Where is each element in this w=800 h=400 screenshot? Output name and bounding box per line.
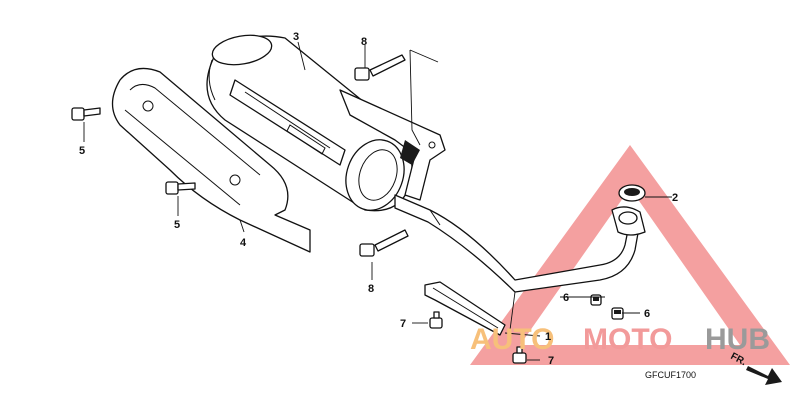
pipe-stay-bracket xyxy=(424,281,506,336)
watermark-text-auto: AUTO xyxy=(470,323,554,356)
heat-shield-protector xyxy=(111,67,311,253)
leader-lines xyxy=(83,41,672,361)
exhaust-gasket xyxy=(618,184,646,202)
bolt-5-lower xyxy=(165,181,196,195)
callout-8-lower: 8 xyxy=(368,283,374,295)
watermark-text-hub: HUB xyxy=(705,323,770,356)
diagram-code: GFCUF1700 xyxy=(645,370,696,380)
nut-6-left xyxy=(590,294,602,306)
watermark-text-moto: MOTO xyxy=(583,323,672,356)
bolt-7-left xyxy=(429,311,443,329)
callout-4: 4 xyxy=(240,237,247,249)
callout-8-upper: 8 xyxy=(361,36,367,48)
bolt-8-lower xyxy=(359,229,409,257)
callout-7-right: 7 xyxy=(548,355,554,367)
callout-5-upper: 5 xyxy=(79,145,85,157)
bolt-8-upper xyxy=(354,54,406,81)
nut-6-right xyxy=(611,307,624,320)
bolt-5-upper xyxy=(71,107,101,121)
callout-7-left: 7 xyxy=(400,318,406,330)
callout-6-right: 6 xyxy=(644,308,650,320)
exhaust-pipe xyxy=(394,194,646,293)
watermark-triangle-logo xyxy=(470,145,790,365)
muffler-body xyxy=(206,34,446,212)
callout-5-lower: 5 xyxy=(174,219,180,231)
callout-1: 1 xyxy=(545,331,551,343)
callout-6-left: 6 xyxy=(563,292,569,304)
bolt-7-right xyxy=(512,346,527,364)
callout-2: 2 xyxy=(672,192,678,204)
callout-3: 3 xyxy=(293,31,299,43)
